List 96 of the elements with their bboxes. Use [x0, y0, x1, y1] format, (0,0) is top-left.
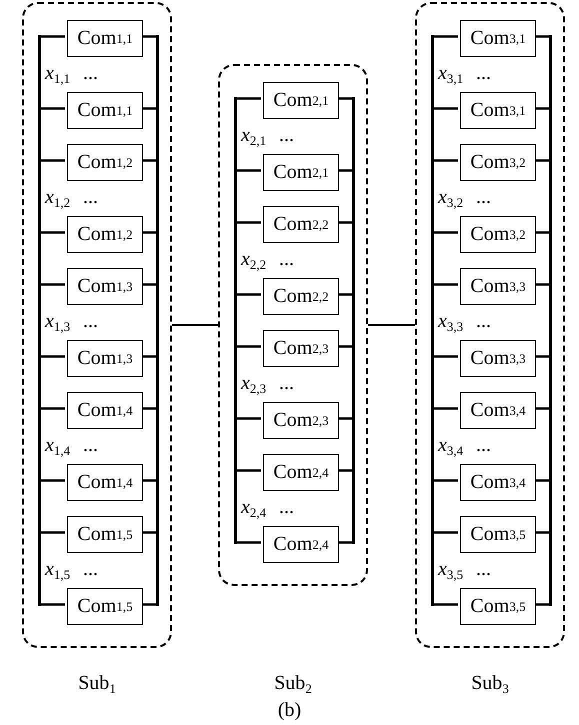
ellipsis-label: ... — [279, 497, 294, 517]
connector-line — [432, 35, 458, 38]
connector-line — [337, 541, 353, 544]
connector-line — [235, 97, 261, 100]
connector-line — [141, 283, 157, 286]
connector-line — [39, 531, 65, 534]
variable-label: x$_{1,3}$ — [45, 311, 70, 331]
connector-line — [141, 35, 157, 38]
connector-line — [534, 107, 550, 110]
bus-bar — [156, 35, 158, 606]
connector-line — [337, 345, 353, 348]
connector-line — [337, 469, 353, 472]
variable-label: x$_{2,3}$ — [241, 373, 266, 393]
bus-bar — [38, 35, 40, 606]
connector-line — [534, 603, 550, 606]
variable-label: x$_{2,2}$ — [241, 249, 266, 269]
connector-line — [141, 107, 157, 110]
connector-line — [39, 479, 65, 482]
connector-line — [235, 169, 261, 172]
connector-line — [141, 159, 157, 162]
connector-line — [235, 541, 261, 544]
bus-bar — [548, 35, 552, 606]
connector-line — [39, 159, 65, 162]
variable-label: x$_{3,2}$ — [438, 187, 464, 207]
connector-line — [141, 603, 157, 606]
variable-label: x$_{1,5}$ — [45, 559, 70, 579]
connector-line — [534, 35, 550, 38]
connector-line — [337, 417, 353, 420]
variable-label: x$_{3,3}$ — [438, 311, 464, 331]
connector-line — [172, 324, 218, 326]
connector-line — [368, 324, 415, 326]
connector-line — [337, 221, 353, 224]
ellipsis-label: ... — [279, 249, 294, 269]
variable-label: x$_{3,1}$ — [438, 63, 464, 83]
ellipsis-label: ... — [279, 125, 294, 145]
connector-line — [337, 169, 353, 172]
bus-bar — [352, 97, 354, 544]
connector-line — [432, 603, 458, 606]
variable-label: x$_{1,1}$ — [45, 63, 70, 83]
connector-line — [141, 231, 157, 234]
variable-label: x$_{2,1}$ — [241, 125, 266, 145]
variable-label: x$_{3,5}$ — [438, 559, 464, 579]
connector-line — [432, 531, 458, 534]
ellipsis-label: ... — [279, 373, 294, 393]
variable-label: x$_{1,4}$ — [45, 435, 70, 455]
connector-line — [534, 407, 550, 410]
figure-caption: (b) — [278, 699, 302, 721]
connector-line — [39, 283, 65, 286]
connector-line — [235, 221, 261, 224]
connector-line — [337, 97, 353, 100]
bus-bar — [234, 97, 236, 544]
ellipsis-label: ... — [83, 187, 98, 207]
connector-line — [432, 355, 458, 358]
variable-label: x$_{1,2}$ — [45, 187, 70, 207]
ellipsis-label: ... — [83, 559, 98, 579]
subsystem-label: Sub$_{2}$ — [274, 672, 312, 695]
variable-label: x$_{3,4}$ — [438, 435, 464, 455]
connector-line — [432, 107, 458, 110]
connector-line — [534, 479, 550, 482]
variable-label: x$_{2,4}$ — [241, 497, 266, 517]
subsystem-label: Sub$_{3}$ — [471, 672, 509, 695]
connector-line — [432, 231, 458, 234]
ellipsis-label: ... — [476, 63, 491, 83]
connector-line — [337, 293, 353, 296]
ellipsis-label: ... — [476, 311, 491, 331]
connector-line — [39, 231, 65, 234]
connector-line — [235, 469, 261, 472]
bus-bar — [430, 35, 434, 606]
connector-line — [235, 345, 261, 348]
ellipsis-label: ... — [476, 435, 491, 455]
connector-line — [235, 293, 261, 296]
connector-line — [534, 531, 550, 534]
ellipsis-label: ... — [83, 435, 98, 455]
connector-line — [534, 355, 550, 358]
connector-line — [39, 603, 65, 606]
connector-line — [534, 231, 550, 234]
connector-line — [432, 407, 458, 410]
connector-line — [432, 283, 458, 286]
connector-line — [141, 531, 157, 534]
ellipsis-label: ... — [83, 311, 98, 331]
ellipsis-label: ... — [83, 63, 98, 83]
connector-line — [534, 159, 550, 162]
connector-line — [432, 479, 458, 482]
connector-line — [39, 407, 65, 410]
connector-line — [39, 107, 65, 110]
connector-line — [39, 35, 65, 38]
ellipsis-label: ... — [476, 559, 491, 579]
subsystem-label: Sub$_{1}$ — [78, 672, 116, 695]
connector-line — [39, 355, 65, 358]
ellipsis-label: ... — [476, 187, 491, 207]
connector-line — [141, 479, 157, 482]
connector-line — [534, 283, 550, 286]
connector-line — [141, 407, 157, 410]
connector-line — [141, 355, 157, 358]
connector-line — [235, 417, 261, 420]
connector-line — [432, 159, 458, 162]
